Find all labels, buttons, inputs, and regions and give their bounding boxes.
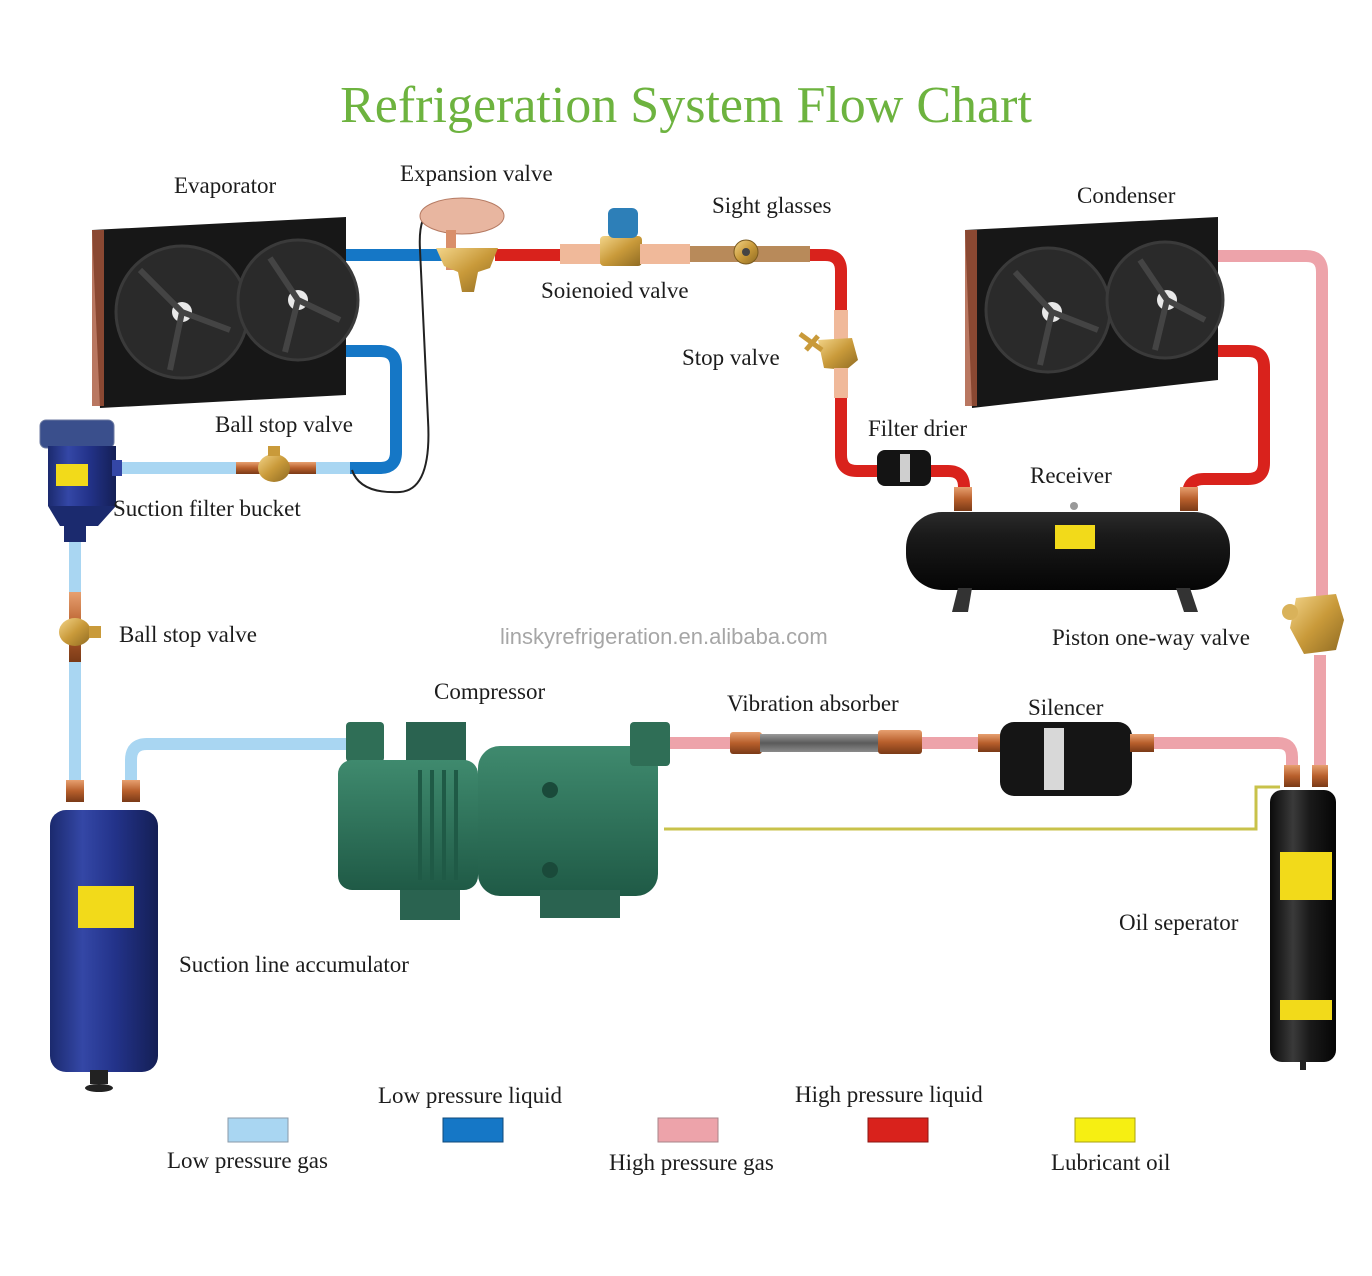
label-suction-filter-bucket: Suction filter bucket bbox=[113, 496, 301, 521]
label-condenser: Condenser bbox=[1077, 183, 1176, 208]
pipe-lubricant-oil bbox=[664, 785, 1280, 831]
oil-separator-tank bbox=[1270, 765, 1336, 1070]
legend-label-high-pressure-gas: High pressure gas bbox=[609, 1150, 774, 1175]
label-vibration-absorber: Vibration absorber bbox=[727, 691, 899, 716]
label-filter-drier: Filter drier bbox=[868, 416, 967, 441]
legend-swatch-lubricant-oil bbox=[1074, 1117, 1136, 1143]
solenoid-valve-device bbox=[560, 208, 690, 266]
sight-glass-device bbox=[690, 239, 810, 265]
pipe-low-pressure-gas-to-compressor bbox=[125, 738, 350, 790]
vibration-absorber-device bbox=[730, 730, 922, 754]
pipe-low-pressure-liquid-loop bbox=[346, 345, 402, 474]
pipe-high-pressure-gas-condenser bbox=[1218, 250, 1328, 600]
legend-label-low-pressure-liquid: Low pressure liquid bbox=[378, 1083, 562, 1108]
legend-label-lubricant-oil: Lubricant oil bbox=[1051, 1150, 1171, 1175]
label-solenoid-valve: Soienoied valve bbox=[541, 278, 689, 303]
pipe-high-pressure-liquid-condenser bbox=[1182, 345, 1270, 505]
legend-swatch-high-pressure-gas bbox=[657, 1117, 719, 1143]
capillary-tube bbox=[351, 209, 433, 494]
piston-one-way-valve-device bbox=[1282, 594, 1344, 654]
legend-swatch-low-pressure-liquid bbox=[442, 1117, 504, 1143]
ball-stop-valve-left-device bbox=[59, 592, 101, 662]
filter-drier-device bbox=[877, 450, 931, 486]
label-evaporator: Evaporator bbox=[174, 173, 277, 198]
receiver-tank bbox=[906, 487, 1230, 612]
stop-valve-device bbox=[798, 310, 858, 398]
label-oil-separator: Oil seperator bbox=[1119, 910, 1239, 935]
evaporator-unit bbox=[92, 217, 360, 408]
condenser-unit bbox=[965, 217, 1225, 408]
silencer-device bbox=[978, 722, 1154, 796]
label-piston-one-way-valve: Piston one-way valve bbox=[1052, 625, 1251, 650]
label-silencer: Silencer bbox=[1028, 695, 1104, 720]
legend-label-low-pressure-gas: Low pressure gas bbox=[167, 1148, 328, 1173]
label-receiver: Receiver bbox=[1030, 463, 1112, 488]
chart-title: Refrigeration System Flow Chart bbox=[340, 77, 1032, 134]
suction-line-accumulator-tank bbox=[50, 780, 158, 1092]
ball-stop-valve-top-device bbox=[236, 446, 316, 482]
label-sight-glasses: Sight glasses bbox=[712, 193, 832, 218]
label-ball-stop-valve-top: Ball stop valve bbox=[215, 412, 353, 437]
legend-label-high-pressure-liquid: High pressure liquid bbox=[795, 1082, 983, 1107]
suction-filter-bucket-device bbox=[39, 419, 122, 542]
label-stop-valve: Stop valve bbox=[682, 345, 780, 370]
legend-swatch-high-pressure-liquid bbox=[867, 1117, 929, 1143]
label-ball-stop-valve-left: Ball stop valve bbox=[119, 622, 257, 647]
expansion-valve-device bbox=[419, 197, 505, 292]
label-compressor: Compressor bbox=[434, 679, 546, 704]
label-expansion-valve: Expansion valve bbox=[400, 161, 553, 186]
watermark: linskyrefrigeration.en.alibaba.com bbox=[500, 624, 828, 649]
pipe-high-pressure-liquid-main bbox=[495, 249, 970, 505]
compressor-unit bbox=[338, 722, 670, 920]
legend-swatch-low-pressure-gas bbox=[227, 1117, 289, 1143]
label-suction-line-accumulator: Suction line accumulator bbox=[179, 952, 409, 977]
pipe-high-pressure-gas-discharge bbox=[670, 737, 1298, 775]
